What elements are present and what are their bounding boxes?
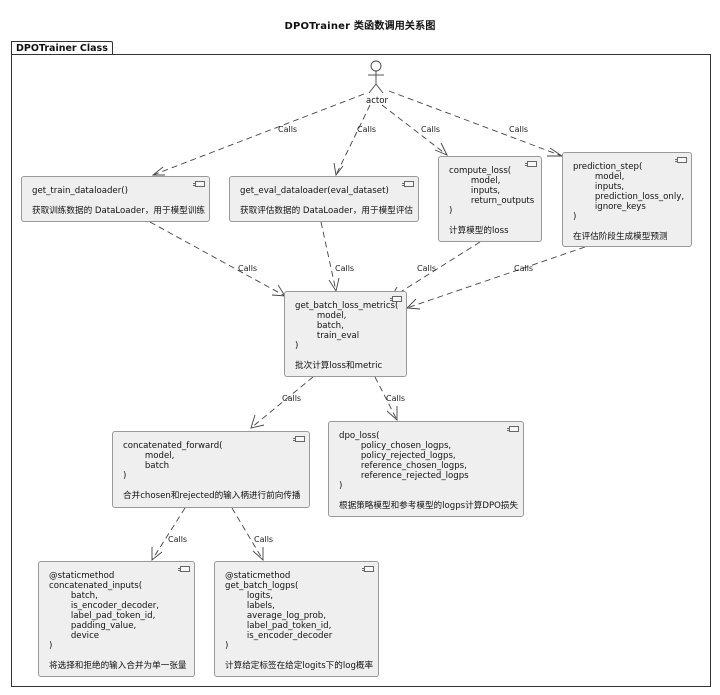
edge-label-1: Calls <box>278 125 297 134</box>
class-marker-icon <box>178 566 190 572</box>
edge-train-to-batch-loss <box>149 221 286 297</box>
method-description: 计算模型的loss <box>449 226 509 236</box>
method-signature: get_eval_dataloader(eval_dataset) <box>240 186 389 196</box>
method-description: 将选择和拒绝的输入合并为单一张量 <box>49 661 187 671</box>
method-description: 根据策略模型和参考模型的logps计算DPO损失 <box>339 501 519 511</box>
class-marker-icon <box>507 426 519 432</box>
class-marker-icon <box>402 181 414 187</box>
method-signature: compute_loss( model, inputs, return_outp… <box>449 166 535 216</box>
edge-compute-loss-to-batch-loss <box>390 241 481 299</box>
method-signature: @staticmethod concatenated_inputs( batch… <box>49 571 160 651</box>
method-signature: prediction_step( model, inputs, predicti… <box>573 162 685 222</box>
edge-batch-loss-to-concatenated-forward <box>250 376 314 429</box>
actor-label: actor <box>366 96 388 106</box>
edge-label-5: Calls <box>238 264 257 273</box>
edge-label-7: Calls <box>417 264 436 273</box>
method-description: 获取训练数据的 DataLoader，用于模型训练 <box>32 206 206 216</box>
class-marker-icon <box>390 296 402 302</box>
edge-label-12: Calls <box>254 535 273 544</box>
method-description: 计算给定标签在给定logits下的log概率 <box>225 661 374 671</box>
method-signature: get_batch_loss_metrics( model, batch, tr… <box>295 301 399 351</box>
method-description: 在评估阶段生成模型预测 <box>573 232 668 242</box>
class-marker-icon <box>675 157 687 163</box>
node-prediction-step: prediction_step( model, inputs, predicti… <box>562 152 692 247</box>
method-signature: @staticmethod get_batch_logps( logits, l… <box>225 571 333 651</box>
edge-forward-to-concatenated-inputs <box>151 507 186 561</box>
package-frame <box>11 54 711 687</box>
edge-actor-to-get-train-dataloader <box>152 93 365 176</box>
node-get-batch-logps: @staticmethod get_batch_logps( logits, l… <box>214 561 379 677</box>
method-description: 批次计算loss和metric <box>295 361 383 371</box>
node-compute-loss: compute_loss( model, inputs, return_outp… <box>438 156 542 242</box>
edge-label-10: Calls <box>386 394 405 403</box>
node-get-train-dataloader: get_train_dataloader() 获取训练数据的 DataLoade… <box>21 176 210 222</box>
edge-label-2: Calls <box>357 125 376 134</box>
method-signature: dpo_loss( policy_chosen_logps, policy_re… <box>339 431 469 491</box>
edge-actor-to-compute-loss <box>381 104 448 156</box>
edge-batch-loss-to-dpo-loss <box>374 376 398 421</box>
diagram-title: DPOTrainer 类函数调用关系图 <box>284 21 436 32</box>
node-get-batch-loss-metrics: get_batch_loss_metrics( model, batch, tr… <box>284 291 407 377</box>
node-concatenated-inputs: @staticmethod concatenated_inputs( batch… <box>38 561 195 677</box>
edge-actor-to-prediction-step <box>388 90 563 157</box>
actor-icon <box>368 60 384 94</box>
method-description: 获取评估数据的 DataLoader，用于模型评估 <box>240 206 414 216</box>
node-get-eval-dataloader: get_eval_dataloader(eval_dataset) 获取评估数据… <box>229 176 419 222</box>
edge-label-3: Calls <box>421 125 440 134</box>
node-dpo-loss: dpo_loss( policy_chosen_logps, policy_re… <box>328 421 524 517</box>
method-description: 合并chosen和rejected的输入柄进行前向传播 <box>123 491 301 501</box>
class-marker-icon <box>193 181 205 187</box>
edge-label-11: Calls <box>168 535 187 544</box>
method-signature: get_train_dataloader() <box>32 186 128 196</box>
edge-label-9: Calls <box>282 394 301 403</box>
edge-eval-to-batch-loss <box>320 221 337 292</box>
edge-label-8: Calls <box>514 264 533 273</box>
edge-forward-to-get-batch-logps <box>231 507 264 561</box>
edge-label-6: Calls <box>335 264 354 273</box>
class-marker-icon <box>362 566 374 572</box>
method-signature: concatenated_forward( model, batch ) <box>123 441 223 481</box>
class-marker-icon <box>525 161 537 167</box>
edge-actor-to-get-eval-dataloader <box>335 104 371 176</box>
node-concatenated-forward: concatenated_forward( model, batch ) 合并c… <box>112 431 310 508</box>
edge-label-4: Calls <box>509 125 528 134</box>
package-tab-label: DPOTrainer Class <box>11 41 113 54</box>
edge-prediction-to-batch-loss <box>406 246 586 309</box>
class-marker-icon <box>293 436 305 442</box>
